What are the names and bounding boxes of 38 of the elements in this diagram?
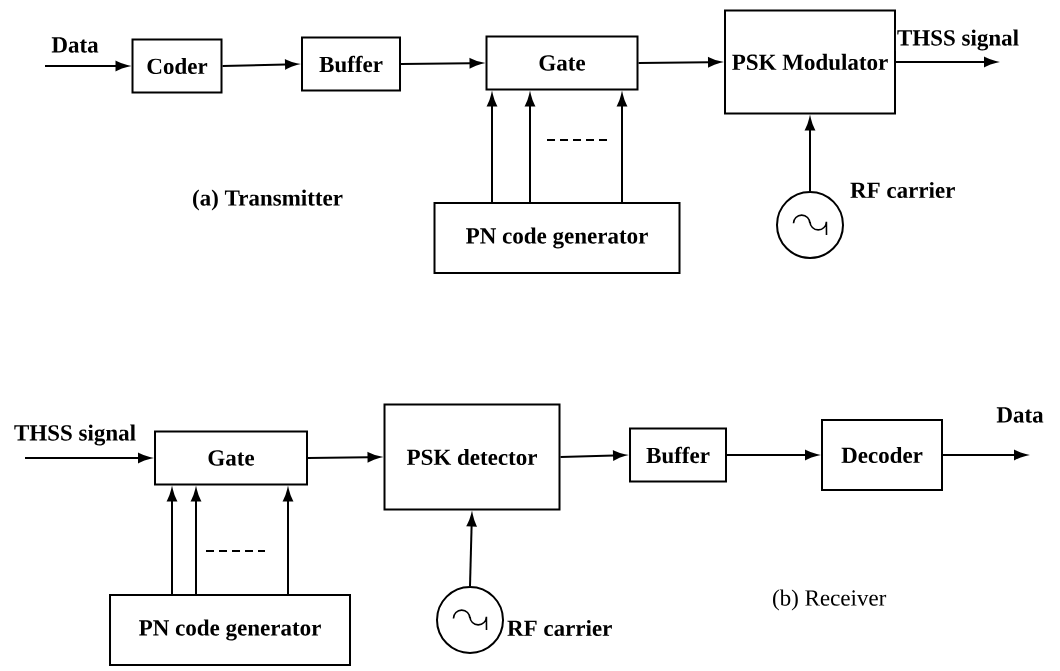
signal-label: THSS signal — [895, 28, 1021, 52]
signal-label: Data — [50, 36, 100, 54]
arrow — [466, 513, 477, 587]
arrow — [400, 58, 483, 68]
block-box: Buffer — [301, 36, 401, 92]
block-box: PSK detector — [383, 403, 561, 511]
beside-label: RF carrier — [850, 181, 955, 199]
arrow — [726, 450, 818, 460]
arrow — [24, 453, 151, 463]
block-box: Gate — [154, 430, 308, 486]
arrow — [283, 488, 293, 595]
arrow — [895, 57, 997, 67]
oscillator-symbol — [436, 586, 504, 654]
arrow — [559, 450, 626, 461]
arrow — [942, 450, 1027, 460]
arrow — [525, 93, 535, 203]
block-box: PSK Modulator — [724, 9, 896, 115]
block-box: Coder — [131, 38, 223, 94]
signal-label: THSS signal — [12, 423, 138, 447]
arrow — [487, 93, 497, 203]
caption-label: (a) Transmitter — [193, 189, 343, 211]
block-box: Decoder — [821, 419, 943, 491]
oscillator-symbol — [776, 191, 844, 259]
arrow — [191, 488, 201, 595]
arrow — [167, 488, 177, 595]
signal-label: Data — [995, 406, 1045, 424]
beside-label: RF carrier — [507, 619, 612, 637]
block-box: Buffer — [629, 427, 727, 483]
block-box: Gate — [485, 35, 639, 91]
arrow — [44, 61, 129, 71]
arrow — [307, 452, 381, 462]
block-box: PN code generator — [109, 594, 351, 666]
caption-label: (b) Receiver — [773, 589, 887, 611]
arrow — [637, 57, 721, 67]
block-box: PN code generator — [433, 202, 681, 274]
arrow — [805, 117, 815, 192]
arrow — [617, 93, 627, 203]
arrow — [221, 59, 298, 70]
